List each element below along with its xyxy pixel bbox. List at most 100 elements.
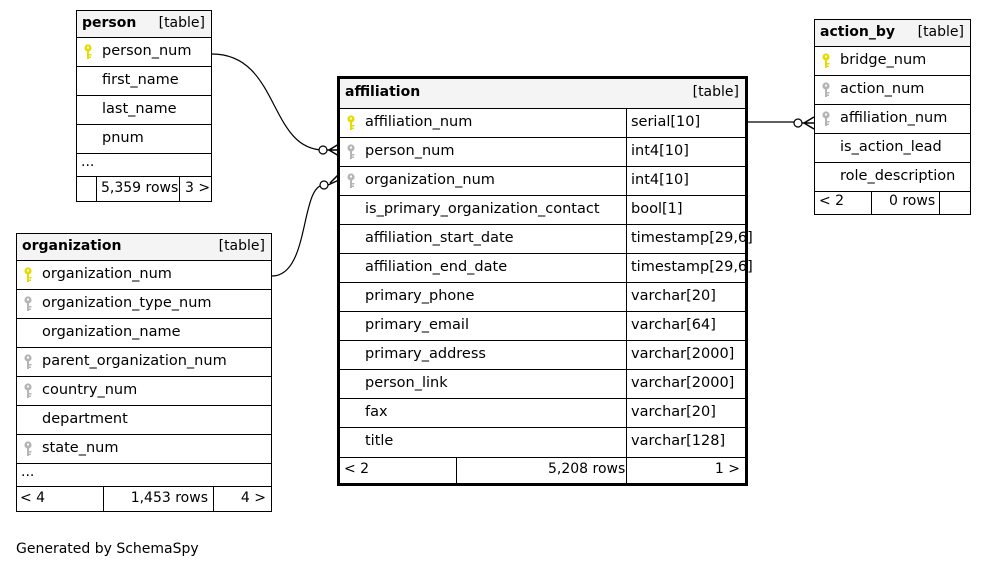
column-row: organization_num [17, 261, 271, 290]
column-name: pnum [102, 130, 144, 146]
column-name: last_name [102, 101, 177, 117]
primary-key-icon [347, 115, 355, 130]
parents-link[interactable]: < 4 [20, 490, 46, 506]
column-name: primary_phone [365, 288, 475, 304]
primary-key-icon [822, 53, 830, 68]
column-row: organization_name [17, 319, 271, 348]
table-header: action_by [table] [815, 20, 970, 47]
row-count: 0 rows [889, 193, 936, 209]
more-columns-ellipsis: ... [77, 154, 211, 177]
parents-link[interactable]: < 2 [344, 461, 370, 477]
foreign-key-icon [822, 111, 830, 126]
column-row: country_num [17, 377, 271, 406]
column-name: bridge_num [840, 52, 927, 68]
column-name: department [42, 411, 128, 427]
column-row: last_name [77, 96, 211, 125]
table-tag: [table] [692, 84, 739, 100]
column-type: timestamp[29,6] [631, 259, 753, 275]
foreign-key-icon [24, 354, 32, 369]
column-type: varchar[128] [631, 433, 726, 449]
primary-key-icon [84, 44, 92, 59]
column-row: primary_email varchar[64] [340, 312, 745, 341]
foreign-key-icon [24, 441, 32, 456]
column-row: person_num [77, 38, 211, 67]
children-link[interactable]: 1 > [714, 461, 740, 477]
primary-key-icon [24, 267, 32, 282]
table-header: person [table] [77, 11, 211, 38]
column-name: person_num [365, 143, 455, 159]
column-row: parent_organization_num [17, 348, 271, 377]
children-link[interactable]: 3 > [185, 180, 211, 196]
column-row: title varchar[128] [340, 428, 745, 457]
column-name: primary_email [365, 317, 469, 333]
crowfoot-marker [327, 143, 340, 157]
optional-marker [793, 118, 803, 128]
action-by-table[interactable]: action_by [table] bridge_num action_num … [814, 19, 971, 215]
children-link[interactable]: 4 > [240, 490, 266, 506]
column-row: fax varchar[20] [340, 399, 745, 428]
foreign-key-icon [347, 144, 355, 159]
optional-marker [318, 145, 328, 155]
column-name: affiliation_start_date [365, 230, 514, 246]
row-count: 5,359 rows [101, 180, 179, 196]
organization-table[interactable]: organization [table] organization_num or… [16, 233, 272, 512]
column-name: country_num [42, 382, 138, 398]
table-tag: [table] [158, 15, 205, 31]
table-header: organization [table] [17, 234, 271, 261]
row-count: 5,208 rows [548, 461, 626, 477]
table-name: action_by [820, 24, 895, 40]
table-name: organization [22, 238, 122, 254]
column-type: timestamp[29,6] [631, 230, 753, 246]
column-row: first_name [77, 67, 211, 96]
column-row: state_num [17, 435, 271, 464]
column-row: is_action_lead [815, 134, 970, 163]
column-name: organization_type_num [42, 295, 212, 311]
column-row: pnum [77, 125, 211, 154]
column-name: fax [365, 404, 388, 420]
column-name: primary_address [365, 346, 486, 362]
column-type: int4[10] [631, 143, 689, 159]
foreign-key-icon [822, 82, 830, 97]
table-name: person [82, 15, 137, 31]
column-name: parent_organization_num [42, 353, 227, 369]
column-row: person_num int4[10] [340, 138, 745, 167]
table-tag: [table] [917, 24, 964, 40]
column-name: organization_num [42, 266, 172, 282]
column-row: bridge_num [815, 47, 970, 76]
column-name: affiliation_num [365, 114, 473, 130]
column-name: organization_name [42, 324, 181, 340]
table-header: affiliation [table] [340, 79, 745, 109]
person-table[interactable]: person [table] person_num first_name las… [76, 10, 212, 202]
more-columns-ellipsis: ... [17, 464, 271, 487]
column-name: person_num [102, 43, 192, 59]
column-name: title [365, 433, 394, 449]
table-footer: < 2 0 rows [815, 192, 970, 214]
column-name: person_link [365, 375, 448, 391]
column-type: varchar[20] [631, 404, 716, 420]
column-name: is_action_lead [840, 139, 942, 155]
column-type: varchar[64] [631, 317, 716, 333]
table-tag: [table] [218, 238, 265, 254]
table-name: affiliation [345, 84, 421, 100]
column-type: varchar[2000] [631, 346, 735, 362]
column-row: organization_type_num [17, 290, 271, 319]
table-footer: < 4 1,453 rows 4 > [17, 487, 271, 511]
optional-marker [319, 180, 329, 190]
crowfoot-marker [327, 173, 340, 186]
column-type: bool[1] [631, 201, 683, 217]
column-name: affiliation_end_date [365, 259, 508, 275]
parents-link[interactable]: < 2 [819, 193, 845, 209]
column-row: role_description [815, 163, 970, 192]
row-count: 1,453 rows [130, 490, 208, 506]
column-row: affiliation_num [815, 105, 970, 134]
column-name: first_name [102, 72, 179, 88]
caption: Generated by SchemaSpy [16, 541, 199, 557]
relation-organization-affiliation [271, 184, 325, 277]
column-row: affiliation_end_date timestamp[29,6] [340, 254, 753, 283]
column-type: varchar[2000] [631, 375, 735, 391]
